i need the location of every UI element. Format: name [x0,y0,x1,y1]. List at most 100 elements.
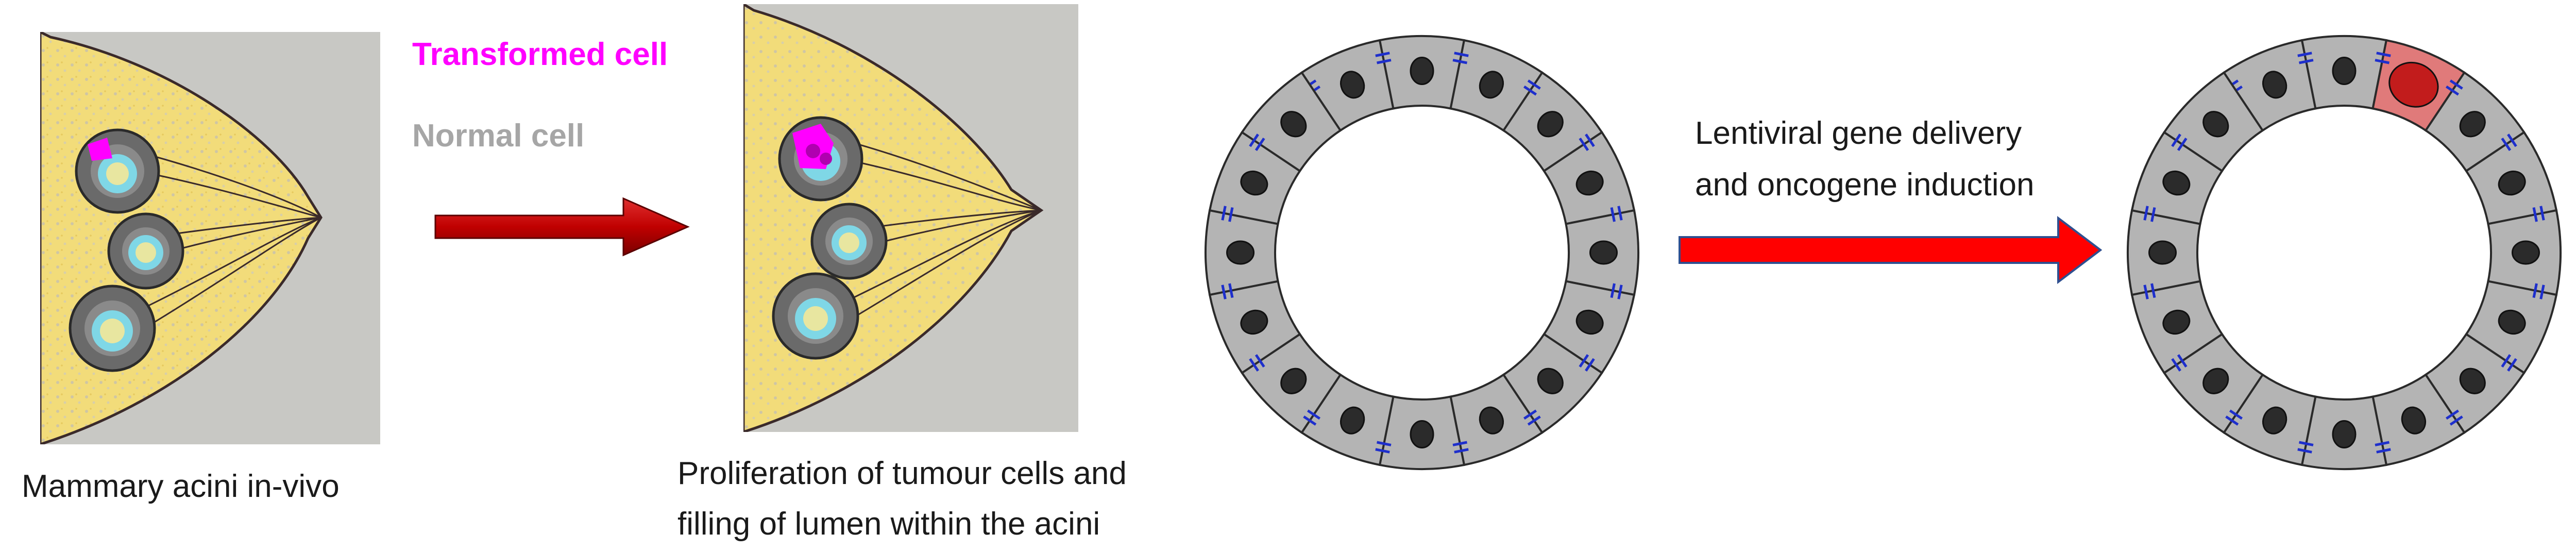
cell-nucleus [2162,170,2191,196]
cell-nucleus [1575,309,1604,335]
cell-junction [1255,354,1265,368]
cell-junction [1617,285,1623,299]
cell-nucleus [2332,420,2357,448]
cell-junction [2539,206,2545,221]
cell-nucleus [1410,57,1434,85]
cell-junction [1585,358,1595,372]
cell-junction [2449,415,2463,426]
cell-nucleus [1280,368,1307,394]
cell-junction [1307,409,1321,420]
cell-junction [1255,137,1265,152]
cell-junction [1377,441,1392,446]
cell-junction [1228,207,1234,222]
cell-nucleus [1280,111,1307,138]
cell-junction [2225,415,2239,426]
cell-junction [2177,137,2188,152]
cell-junction [1523,409,1537,420]
cell-nucleus [2498,170,2526,196]
caption-lentiviral-line1: Lentiviral gene delivery [1695,115,2022,151]
cell-junction [1221,285,1227,299]
cell-junction [2376,448,2391,454]
cell-nucleus [2459,368,2486,394]
cell-nucleus [1340,71,1365,99]
acini-proliferation-image [743,4,1078,432]
cell-junction [2299,59,2314,64]
cell-nucleus [2202,368,2229,394]
cell-junction [2171,358,2181,372]
cell-junction [2445,409,2460,420]
cell-junction [1249,134,1259,147]
cell-junction [2445,85,2460,96]
caption-proliferation-line2: filling of lumen within the acini [677,506,1100,542]
transformed-nucleus [2388,61,2439,108]
caption-proliferation-line1: Proliferation of tumour cells and [677,456,1127,491]
cell-nucleus [1479,71,1504,99]
cell-junction [2150,283,2156,298]
cell-junction [2375,441,2389,446]
cell-junction [2449,79,2463,90]
cell-junction [1221,206,1227,221]
cell-junction [2507,134,2517,147]
cell-junction [2299,441,2314,446]
cell-junction [1454,448,1469,454]
cell-junction [2150,207,2156,222]
cell-nucleus [1240,309,1268,335]
cell-junction [2171,134,2181,147]
cell-junction [2539,285,2545,299]
acinus-3b [772,272,859,360]
legend-normal-cell: Normal cell [412,118,585,154]
cell-junction [2297,52,2312,57]
cell-junction [1617,206,1623,221]
cell-junction [1527,415,1541,426]
cell-junction [1303,415,1317,426]
cell-nucleus [1226,240,1255,265]
cell-junction [1452,59,1467,64]
legend-transformed-cell: Transformed cell [412,37,668,72]
transformed-acinus-ring [2127,35,2562,470]
cell-nucleus [2512,240,2540,265]
cell-junction [1523,85,1537,96]
cell-nucleus [1479,406,1504,435]
cell-junction [2143,206,2149,221]
cell-junction [2501,137,2512,152]
cell-nucleus [2162,309,2191,335]
acini-invivo-image [40,32,380,444]
cell-nucleus [1537,111,1564,138]
cell-junction [1610,283,1616,298]
cell-junction [1375,52,1390,57]
progression-arrow [433,196,690,258]
cell-junction [1579,137,1589,152]
cell-junction [1375,448,1390,454]
cell-nucleus [2148,240,2177,265]
acinus-1 [75,128,160,214]
cell-nucleus [2459,111,2486,138]
cell-nucleus [1240,170,1268,196]
cell-junction [1454,52,1469,57]
cell-nucleus [2332,57,2357,85]
cell-junction [2532,283,2538,298]
acinus-filled [778,116,863,202]
cell-junction [1585,134,1595,147]
cell-junction [1452,441,1467,446]
cell-junction [2507,358,2517,372]
cell-junction [2229,409,2243,420]
cell-junction [2376,52,2391,57]
cell-nucleus [2202,111,2229,138]
acinus-2 [107,212,184,290]
cell-nucleus [1340,406,1365,435]
cell-nucleus [2262,406,2287,435]
cell-nucleus [1410,420,1434,448]
cell-nucleus [1575,170,1604,196]
cell-junction [1527,79,1541,90]
cell-nucleus [1537,368,1564,394]
acinus-2b [810,203,888,280]
cell-junction [2143,285,2149,299]
cell-junction [1249,358,1259,372]
cell-junction [2501,354,2512,368]
gene-delivery-arrow [1677,214,2105,286]
cell-junction [1228,283,1234,298]
normal-acinus-ring [1205,35,1639,470]
cell-junction [2532,207,2538,222]
cell-junction [1579,354,1589,368]
cell-junction [2375,59,2389,64]
